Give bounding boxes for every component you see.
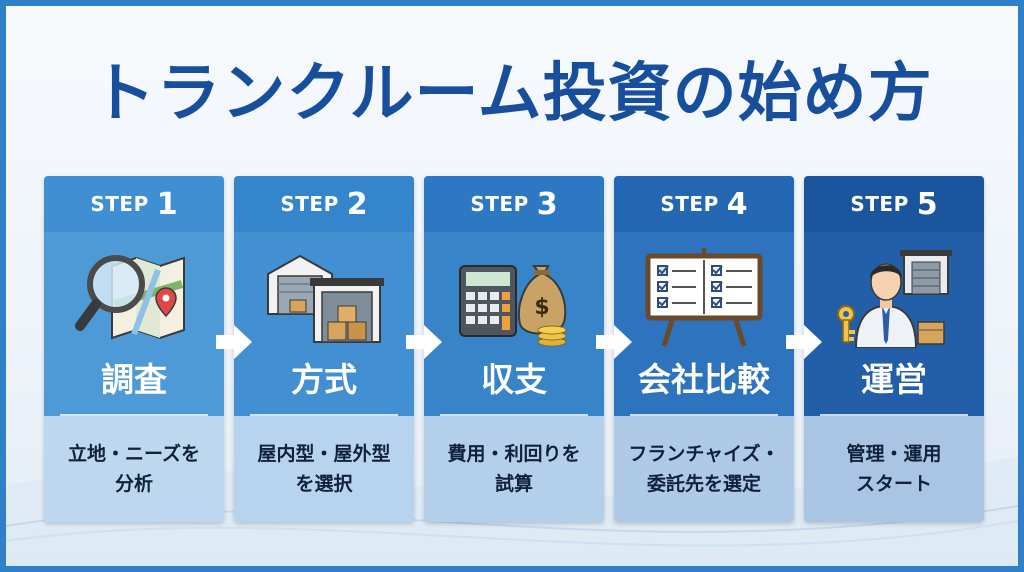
description-line: を選択 xyxy=(295,473,353,495)
step-description: 立地・ニーズを 分析 xyxy=(44,416,224,522)
step-card-4: STEP 4 xyxy=(614,176,794,522)
step-body: 運営 xyxy=(804,232,984,416)
step-label: 収支 xyxy=(481,360,547,399)
step-number: 2 xyxy=(346,186,368,222)
description-line: スタート xyxy=(855,473,932,495)
step-header: STEP 2 xyxy=(234,176,414,232)
step-word: STEP xyxy=(660,192,719,216)
step-card-2: STEP 2 方式 屋内型・屋外型 を選択 xyxy=(234,176,414,522)
divider xyxy=(440,414,588,416)
step-header: STEP 1 xyxy=(44,176,224,232)
arrow-right-icon xyxy=(786,325,822,359)
divider xyxy=(820,414,968,416)
step-body: $ 収支 xyxy=(424,232,604,416)
arrow-right-icon xyxy=(216,325,252,359)
step-card-3: STEP 3 $ 収支 費用・利回りを xyxy=(424,176,604,522)
svg-text:$: $ xyxy=(534,295,549,320)
step-description: フランチャイズ・ 委託先を選定 xyxy=(614,416,794,522)
step-number: 1 xyxy=(156,186,178,222)
checklist-board-icon xyxy=(645,248,763,347)
manager-key-icon xyxy=(837,250,952,348)
description-line: 試算 xyxy=(494,473,533,495)
step-word: STEP xyxy=(280,192,339,216)
step-label: 調査 xyxy=(101,360,167,399)
divider xyxy=(250,414,398,416)
step-word: STEP xyxy=(850,192,909,216)
description-line: 屋内型・屋外型 xyxy=(257,443,391,465)
step-header: STEP 3 xyxy=(424,176,604,232)
step-label: 運営 xyxy=(861,360,927,399)
step-description: 管理・運用 スタート xyxy=(804,416,984,522)
description-line: 管理・運用 xyxy=(846,443,942,465)
step-word: STEP xyxy=(470,192,529,216)
arrow-right-icon xyxy=(406,325,442,359)
step-card-1: STEP 1 調査 立地・ニーズを 分析 xyxy=(44,176,224,522)
map-magnifier-icon xyxy=(75,255,185,340)
step-body: 調査 xyxy=(44,232,224,416)
step-header: STEP 5 xyxy=(804,176,984,232)
step-word: STEP xyxy=(90,192,149,216)
description-line: フランチャイズ・ xyxy=(628,443,780,465)
description-line: 費用・利回りを xyxy=(447,443,581,465)
description-line: 分析 xyxy=(114,473,153,495)
step-header: STEP 4 xyxy=(614,176,794,232)
step-card-5: STEP 5 運営 xyxy=(804,176,984,522)
step-description: 費用・利回りを 試算 xyxy=(424,416,604,522)
calculator-money-icon: $ xyxy=(459,265,567,347)
step-body: 会社比較 xyxy=(614,232,794,416)
description-line: 委託先を選定 xyxy=(646,473,761,495)
step-label: 方式 xyxy=(291,360,357,399)
step-number: 4 xyxy=(726,186,748,222)
step-number: 3 xyxy=(536,186,558,222)
description-line: 立地・ニーズを xyxy=(67,443,201,465)
step-number: 5 xyxy=(916,186,938,222)
step-label: 会社比較 xyxy=(638,360,770,399)
page-title: トランクルーム投資の始め方 xyxy=(91,57,933,131)
step-description: 屋内型・屋外型 を選択 xyxy=(234,416,414,522)
divider xyxy=(60,414,208,416)
arrow-right-icon xyxy=(596,325,632,359)
warehouse-icon xyxy=(267,254,384,343)
divider xyxy=(630,414,778,416)
step-body: 方式 xyxy=(234,232,414,416)
